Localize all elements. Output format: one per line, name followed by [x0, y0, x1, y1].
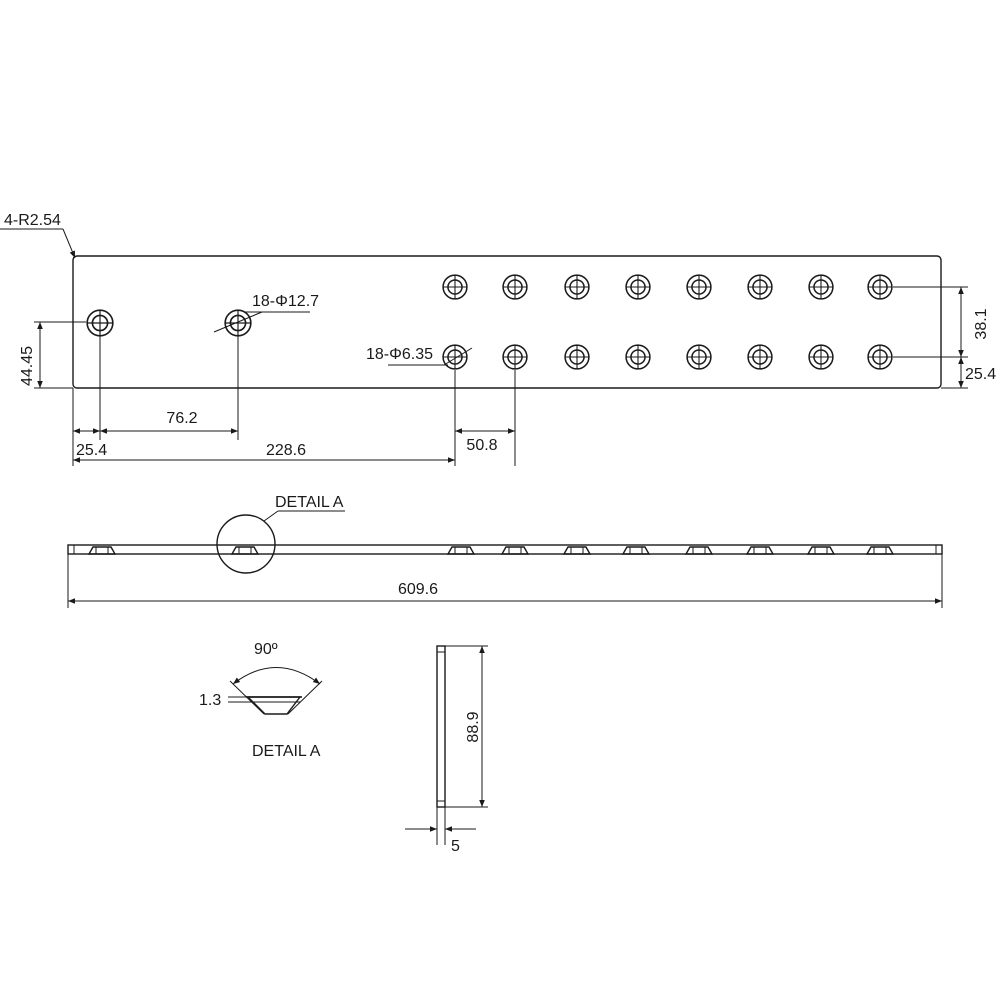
- countersink: [563, 546, 591, 555]
- detail-depth-label: 1.3: [199, 692, 221, 709]
- dim-height-44-45: 44.45: [19, 321, 86, 389]
- large-hole-label: 18-Φ12.7: [252, 293, 319, 310]
- detail-angle-label: 90º: [254, 641, 278, 658]
- end-view: 88.9 5: [405, 645, 488, 855]
- dim-25-4-right-label: 25.4: [965, 366, 996, 383]
- dim-bottom-chain: 76.2 25.4 228.6 50.8: [72, 336, 516, 466]
- dim-228-6-label: 228.6: [266, 442, 306, 459]
- countersink: [622, 546, 650, 555]
- small-hole: [625, 344, 651, 370]
- dim-25-4-left-label: 25.4: [76, 442, 107, 459]
- small-hole: [564, 344, 590, 370]
- detail-a-title: DETAIL A: [252, 743, 321, 760]
- dim-38-1-label: 38.1: [973, 308, 990, 339]
- corner-radius-label: 4-R2.54: [4, 212, 61, 229]
- small-hole: [502, 274, 528, 300]
- small-hole: [564, 274, 590, 300]
- countersink: [447, 546, 475, 555]
- top-view: 4-R2.54 18-Φ12.7: [0, 212, 996, 466]
- small-hole: [442, 274, 468, 300]
- small-hole: [502, 344, 528, 370]
- small-hole: [867, 274, 893, 300]
- small-hole: [808, 344, 834, 370]
- countersink: [685, 546, 713, 555]
- detail-a-angle-arc: [232, 667, 321, 685]
- small-hole-label: 18-Φ6.35: [366, 346, 433, 363]
- large-hole-1: [86, 309, 114, 337]
- detail-a: 90º 1.3 DETAIL A: [199, 641, 323, 760]
- countersink: [866, 546, 894, 555]
- plate-end-outline: [436, 645, 446, 808]
- dim-50-8-label: 50.8: [466, 437, 497, 454]
- countersink: [746, 546, 774, 555]
- large-holes: 18-Φ12.7: [86, 293, 319, 337]
- side-view: DETAIL A 609.6: [67, 494, 943, 608]
- large-hole-2: [224, 309, 252, 337]
- small-hole: [747, 274, 773, 300]
- dim-right-chain: 38.1 25.4: [893, 286, 996, 389]
- small-hole: [808, 274, 834, 300]
- small-hole: [625, 274, 651, 300]
- countersink: [807, 546, 835, 555]
- dim-width-label: 88.9: [465, 711, 482, 742]
- dim-height-label: 44.45: [19, 346, 36, 386]
- corner-radius-callout: 4-R2.54: [0, 212, 76, 259]
- small-hole: [867, 344, 893, 370]
- countersink: [231, 546, 259, 555]
- small-hole: [747, 344, 773, 370]
- countersink: [88, 546, 116, 555]
- detail-a-callout: DETAIL A: [275, 494, 344, 511]
- countersink: [501, 546, 529, 555]
- dim-length-label: 609.6: [398, 581, 438, 598]
- dim-thickness-label: 5: [451, 838, 460, 855]
- small-hole: [686, 274, 712, 300]
- detail-a-circle: [216, 514, 276, 574]
- small-holes: 18-Φ6.35: [366, 274, 893, 370]
- dim-76-2-label: 76.2: [166, 410, 197, 427]
- small-hole: [686, 344, 712, 370]
- plate-outline: [72, 255, 942, 389]
